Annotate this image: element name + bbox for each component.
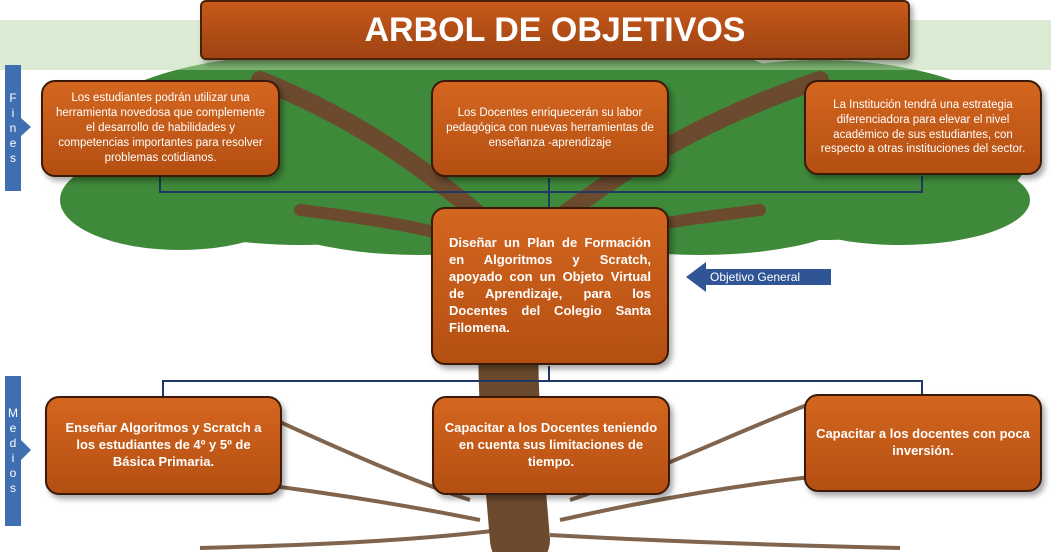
medio-box-capacitar-inversion: Capacitar a los docentes con poca invers… xyxy=(804,394,1042,492)
fines-side-label: F i n e s xyxy=(5,65,21,191)
fin-text: La Institución tendrá una estrategia dif… xyxy=(820,98,1026,156)
medios-letter: e xyxy=(9,421,17,435)
fin-box-estudiantes: Los estudiantes podrán utilizar una herr… xyxy=(41,80,280,177)
medio-text: Enseñar Algoritmos y Scratch a los estud… xyxy=(65,420,262,469)
medios-side-label: M e d i o s xyxy=(5,376,21,526)
fines-letter: e xyxy=(9,135,17,150)
fines-arrow xyxy=(21,118,31,136)
medios-letter: s xyxy=(10,481,16,495)
connectors xyxy=(159,176,923,396)
medios-letter: i xyxy=(11,451,15,465)
medio-text: Capacitar a los Docentes teniendo en cue… xyxy=(444,420,658,469)
page-title: ARBOL DE OBJETIVOS xyxy=(200,0,910,60)
medio-box-ensenar: Enseñar Algoritmos y Scratch a los estud… xyxy=(45,396,282,495)
objetivo-general-arrow xyxy=(686,262,831,292)
fines-letter: s xyxy=(10,150,16,165)
medios-arrow xyxy=(21,440,31,460)
fin-text: Los estudiantes podrán utilizar una herr… xyxy=(55,92,266,164)
objetivo-general-label: Objetivo General xyxy=(710,270,801,284)
fines-letter: F xyxy=(9,90,17,105)
fines-letter: n xyxy=(9,120,17,135)
objetivo-general-box: Diseñar un Plan de Formación en Algoritm… xyxy=(431,207,669,365)
fin-box-institucion: La Institución tendrá una estrategia dif… xyxy=(804,80,1042,175)
medios-letter: o xyxy=(9,466,17,480)
medio-box-capacitar-tiempo: Capacitar a los Docentes teniendo en cue… xyxy=(432,396,670,495)
medios-letter: M xyxy=(8,406,18,420)
objetivo-general-text: Diseñar un Plan de Formación en Algoritm… xyxy=(449,235,651,335)
fin-box-docentes: Los Docentes enriquecerán su labor pedag… xyxy=(431,80,669,177)
medio-text: Capacitar a los docentes con poca invers… xyxy=(816,426,1030,458)
fines-letter: i xyxy=(11,105,15,120)
fin-text: Los Docentes enriquecerán su labor pedag… xyxy=(446,107,654,149)
medios-letter: d xyxy=(9,436,17,450)
